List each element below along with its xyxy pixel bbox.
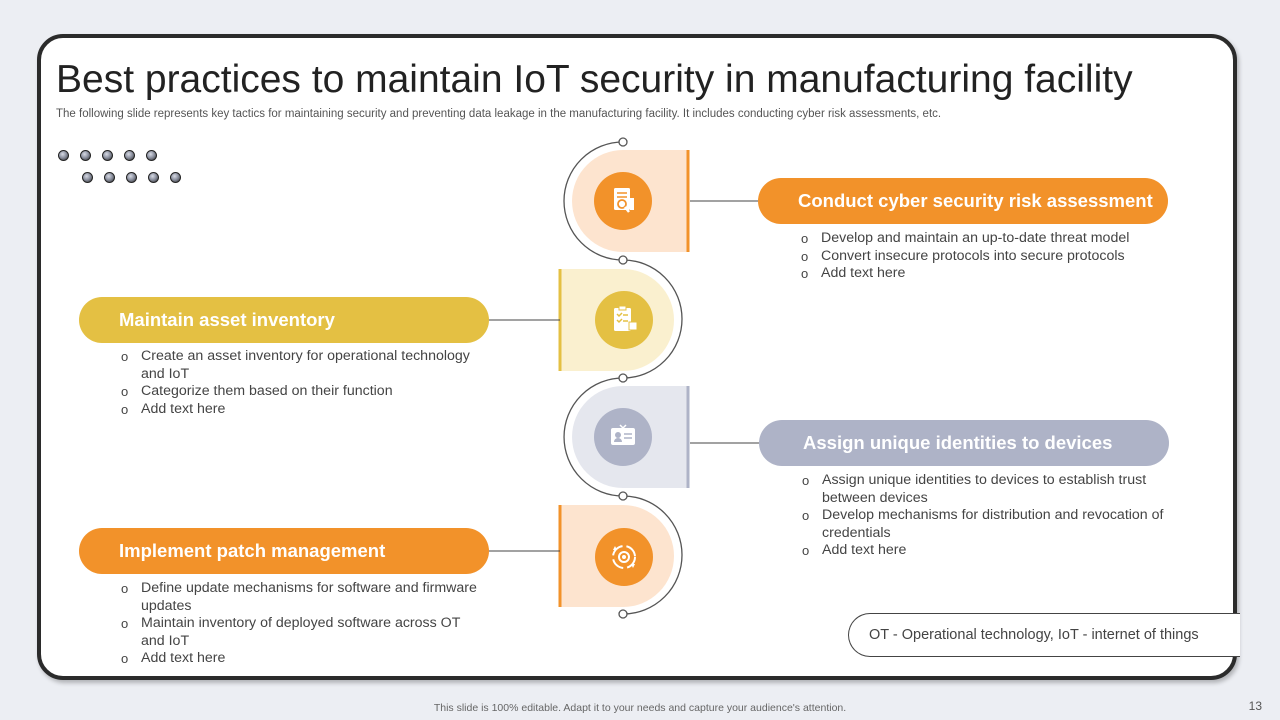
bullets-unique-identities: Assign unique identities to devices to e…: [802, 472, 1182, 560]
bullets-asset-inventory: Create an asset inventory for operationa…: [121, 348, 491, 418]
list-item: Develop and maintain an up-to-date threa…: [801, 230, 1171, 248]
dot: [58, 150, 69, 161]
dot: [146, 150, 157, 161]
dot: [126, 172, 137, 183]
list-item: Develop mechanisms for distribution and …: [802, 507, 1182, 542]
footer-text: This slide is 100% editable. Adapt it to…: [433, 702, 847, 714]
list-item: Define update mechanisms for software an…: [121, 580, 481, 615]
clipboard-checklist-icon: [595, 291, 653, 349]
dot: [148, 172, 159, 183]
gear-refresh-icon: [595, 528, 653, 586]
list-item: Add text here: [802, 542, 1182, 560]
document-search-icon: [594, 172, 652, 230]
dot: [82, 172, 93, 183]
list-item: Add text here: [801, 265, 1171, 283]
list-item: Create an asset inventory for operationa…: [121, 348, 491, 383]
list-item: Convert insecure protocols into secure p…: [801, 248, 1171, 266]
dot: [124, 150, 135, 161]
heading-unique-identities: Assign unique identities to devices: [759, 420, 1169, 466]
slide-title: Best practices to maintain IoT security …: [56, 58, 1133, 101]
heading-patch-management: Implement patch management: [79, 528, 489, 574]
dot: [170, 172, 181, 183]
decorative-dots: [56, 148, 186, 192]
heading-asset-inventory: Maintain asset inventory: [79, 297, 489, 343]
dot: [104, 172, 115, 183]
list-item: Add text here: [121, 650, 481, 668]
list-item: Add text here: [121, 401, 491, 419]
slide-subtitle: The following slide represents key tacti…: [56, 108, 942, 120]
note-text: OT - Operational technology, IoT - inter…: [869, 627, 1199, 643]
list-item: Maintain inventory of deployed software …: [121, 615, 481, 650]
list-item: Assign unique identities to devices to e…: [802, 472, 1182, 507]
id-card-icon: [594, 408, 652, 466]
heading-risk-assessment: Conduct cyber security risk assessment: [758, 178, 1168, 224]
list-item: Categorize them based on their function: [121, 383, 491, 401]
bullets-patch-management: Define update mechanisms for software an…: [121, 580, 481, 668]
dot: [80, 150, 91, 161]
bullets-risk-assessment: Develop and maintain an up-to-date threa…: [801, 230, 1171, 283]
abbreviation-note: OT - Operational technology, IoT - inter…: [848, 613, 1240, 657]
dot: [102, 150, 113, 161]
page-number: 13: [1248, 699, 1262, 713]
